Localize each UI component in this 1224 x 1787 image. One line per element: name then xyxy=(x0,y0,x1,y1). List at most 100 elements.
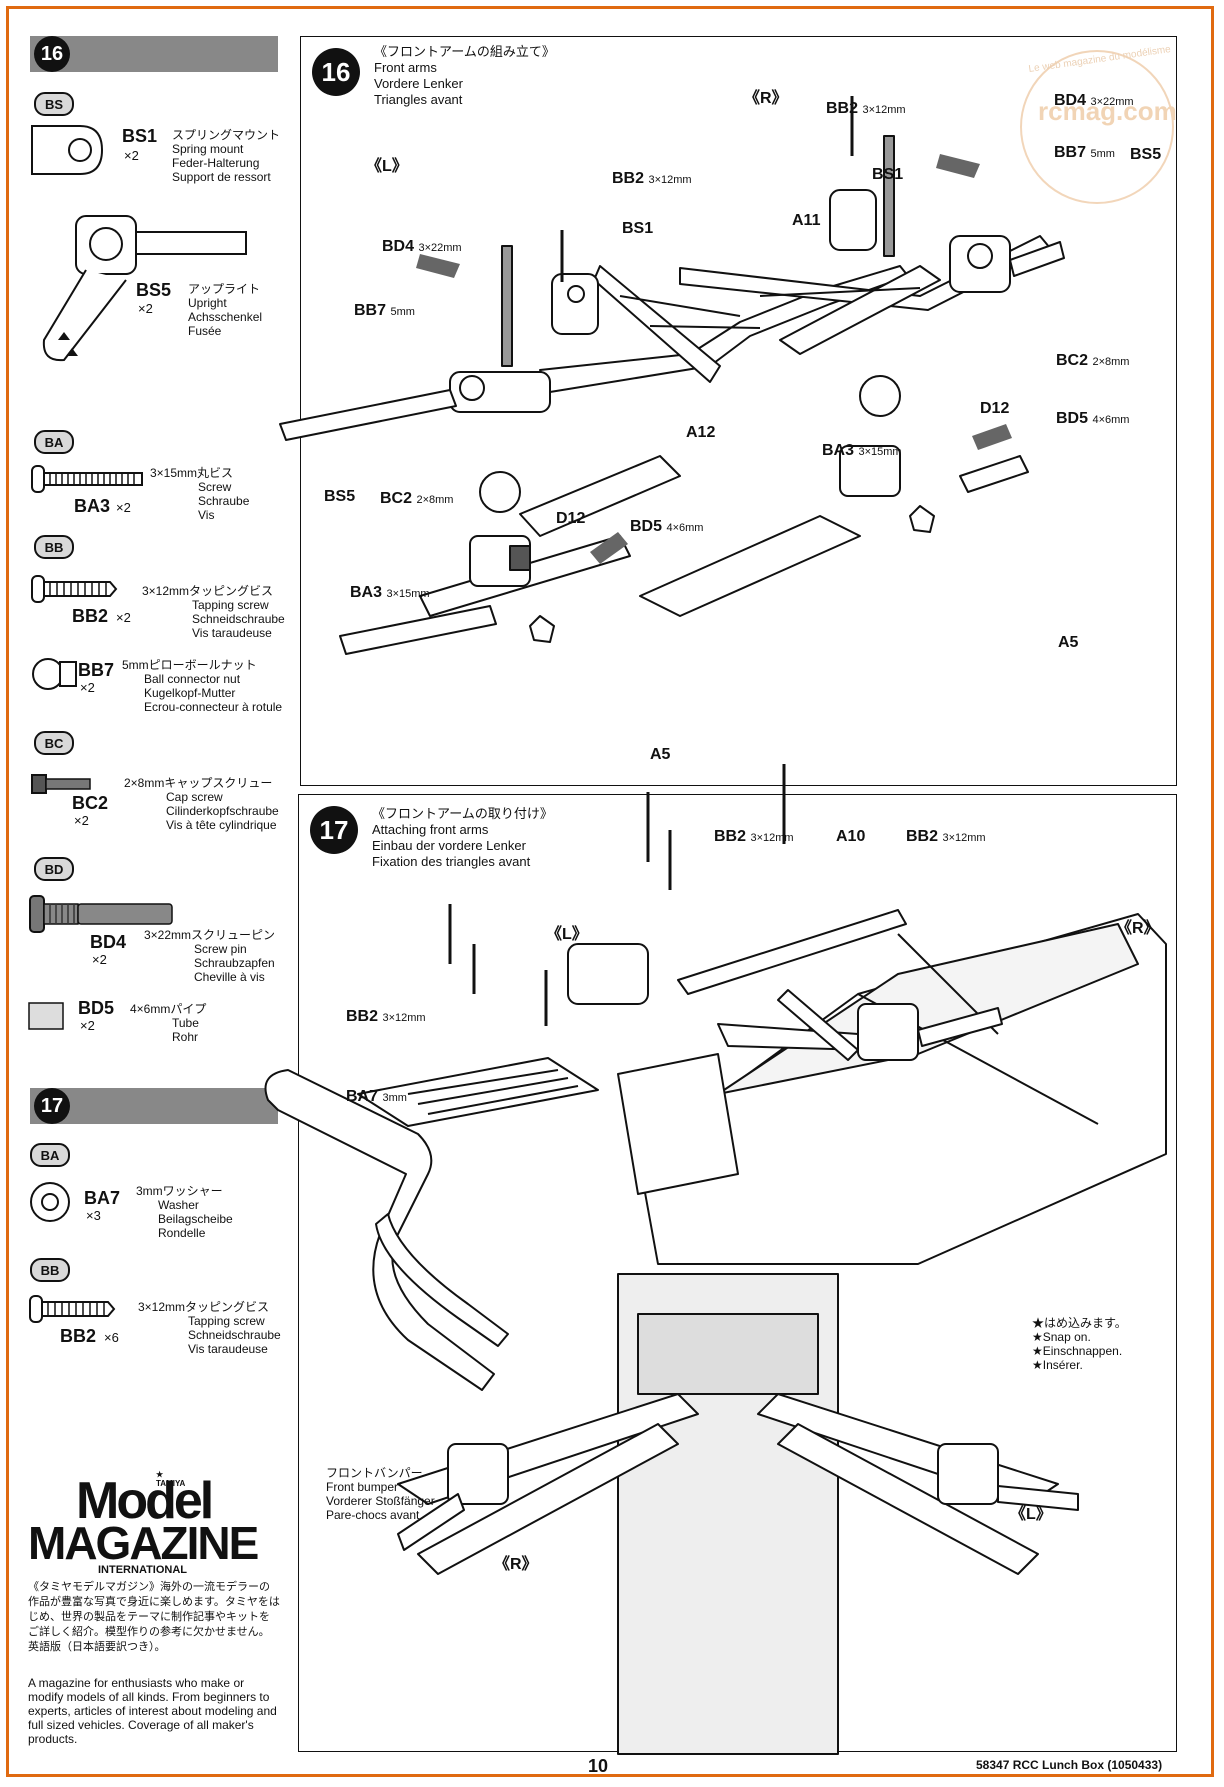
label-bd4-right: BD4 3×22mm xyxy=(1054,92,1134,109)
part-qty-bs5: ×2 xyxy=(138,301,153,316)
step17-number: 17 xyxy=(310,806,358,854)
label-d12-right: D12 xyxy=(980,400,1010,417)
category-badge-bb: BB xyxy=(34,535,74,559)
magazine-jp-text: 《タミヤモデルマガジン》海外の一流モデラーの作品が豊富な写真で身近に楽しめます。… xyxy=(28,1581,280,1653)
bc2-cap-screw-icon xyxy=(31,774,91,794)
label-bs1-right: BS1 xyxy=(872,166,904,183)
part-code-bb7: BB7 xyxy=(78,660,115,680)
label-bs5-right: BS5 xyxy=(1130,146,1162,163)
part-qty-bs1: ×2 xyxy=(124,148,139,163)
step17-marker-right-bottom: 《R》 xyxy=(494,1556,538,1573)
label-bs5-left: BS5 xyxy=(324,488,356,505)
part-desc-bb2: 3×12mmタッピングビス Tapping screw Schneidschra… xyxy=(142,584,285,640)
part-desc-ba7: 3mmワッシャー Washer Beilagscheibe Rondelle xyxy=(136,1184,233,1240)
part-qty-bd5: ×2 xyxy=(80,1018,95,1033)
label-bd4-left: BD4 3×22mm xyxy=(382,238,462,255)
part-code-ba3: BA3 xyxy=(74,496,111,516)
step17-label-bb2-c: BB2 3×12mm xyxy=(346,1008,426,1025)
part-code-bd5: BD5 xyxy=(78,998,115,1018)
category-badge-ba: BA xyxy=(34,430,74,454)
category-badge-bd: BD xyxy=(34,857,74,881)
bb2-tapping-screw-icon-17 xyxy=(29,1295,116,1323)
bd4-screw-pin-icon xyxy=(29,895,173,933)
part-desc-bb7: 5mmピローボールナット Ball connector nut Kugelkop… xyxy=(122,658,283,714)
watermark-text: rcmag.com xyxy=(1038,96,1177,126)
label-bb7-left: BB7 5mm xyxy=(354,302,415,319)
bs1-spring-mount-icon xyxy=(31,125,104,175)
part-code-bs1: BS1 xyxy=(122,126,158,146)
ba3-screw-icon xyxy=(31,465,143,493)
category-badge-bc: BC xyxy=(34,731,74,755)
step16-title: 《フロントアームの組み立て》 Front arms Vordere Lenker… xyxy=(374,44,555,107)
step17-label-bb2-b: BB2 3×12mm xyxy=(906,828,986,845)
part-code-bb2: BB2 xyxy=(72,606,109,626)
page-border xyxy=(6,6,1214,1777)
part-desc-bs1: スプリングマウント Spring mount Feder-Halterung S… xyxy=(172,128,281,184)
step17-label-ba7: BA7 3mm xyxy=(346,1088,407,1105)
magazine-title-model: Model xyxy=(76,1472,214,1530)
part-qty-bd4: ×2 xyxy=(92,952,107,967)
label-a5-right: A5 xyxy=(1058,634,1079,651)
watermark-logo: Le web magazine du modélisme rcmag.com xyxy=(1010,40,1190,210)
bb7-ball-nut-icon xyxy=(32,658,77,690)
category-badge-bs: BS xyxy=(34,92,74,116)
part-desc-bd4: 3×22mmスクリューピン Screw pin Schraubzapfen Ch… xyxy=(144,928,276,984)
step16-marker-left: 《L》 xyxy=(366,158,408,175)
label-a11: A11 xyxy=(792,212,821,229)
step17-label-bb2-a: BB2 3×12mm xyxy=(714,828,794,845)
part-qty-bc2: ×2 xyxy=(74,813,89,828)
step17-assembly-drawing xyxy=(264,764,1167,1755)
magazine-title-international: INTERNATIONAL xyxy=(98,1564,188,1576)
label-bc2-right: BC2 2×8mm xyxy=(1056,352,1130,369)
step16-panel xyxy=(300,36,1177,786)
magazine-title-magazine: MAGAZINE xyxy=(28,1517,259,1569)
part-desc-ba3: 3×15mm丸ビス Screw Schraube Vis xyxy=(150,466,250,522)
bs5-upright-icon xyxy=(42,215,247,362)
label-bb2-left: BB2 3×12mm xyxy=(612,170,692,187)
part-code-bc2: BC2 xyxy=(72,793,109,813)
part-qty-bb2-17: ×6 xyxy=(104,1330,119,1345)
label-bd5-right: BD5 4×6mm xyxy=(1056,410,1130,427)
part-qty-ba7: ×3 xyxy=(86,1208,101,1223)
part-desc-bd5: 4×6mmパイプ Tube Rohr xyxy=(130,1002,207,1044)
part-qty-ba3: ×2 xyxy=(116,500,131,515)
part-code-bd4: BD4 xyxy=(90,932,127,952)
label-ba3-right: BA3 3×15mm xyxy=(822,442,902,459)
part-qty-bb7: ×2 xyxy=(80,680,95,695)
part-code-bs5: BS5 xyxy=(136,280,172,300)
magazine-en-text: A magazine for enthusiasts who make or m… xyxy=(28,1676,277,1746)
label-ba3-left: BA3 3×15mm xyxy=(350,584,430,601)
label-bb2-right: BB2 3×12mm xyxy=(826,100,906,117)
step17-parts-bar xyxy=(30,1088,278,1124)
step17-marker-right: 《R》 xyxy=(1116,920,1160,937)
part-desc-bb2-17: 3×12mmタッピングビス Tapping screw Schneidschra… xyxy=(138,1300,281,1356)
label-a5-left: A5 xyxy=(650,746,671,763)
label-bs1-left: BS1 xyxy=(622,220,654,237)
front-bumper-note: フロントバンパー Front bumper Vorderer Stoßfänge… xyxy=(326,1466,435,1522)
step16-number: 16 xyxy=(312,48,360,96)
step17-label-a10: A10 xyxy=(836,828,866,845)
tamiya-logo: ★TAMIYA xyxy=(156,1470,186,1488)
step16-assembly-drawing xyxy=(279,96,1065,655)
label-bd5-left: BD5 4×6mm xyxy=(630,518,704,535)
ba7-washer-icon xyxy=(30,1182,70,1222)
part-desc-bs5: アップライト Upright Achsschenkel Fusée xyxy=(188,282,263,338)
category-badge-ba-17: BA xyxy=(30,1143,70,1167)
label-a12: A12 xyxy=(686,424,716,441)
snap-on-note: ★はめ込みます。 ★Snap on. ★Einschnappen. ★Insér… xyxy=(1032,1316,1127,1372)
part-code-ba7: BA7 xyxy=(84,1188,121,1208)
step17-marker-left-bottom: 《L》 xyxy=(1010,1506,1052,1523)
page-number: 10 xyxy=(588,1756,609,1776)
bd5-tube-icon xyxy=(28,1002,64,1030)
step17-parts-number: 17 xyxy=(34,1088,70,1124)
step17-marker-left: 《L》 xyxy=(546,926,588,943)
footer-product-code: 58347 RCC Lunch Box (1050433) xyxy=(976,1758,1163,1772)
category-badge-bb-17: BB xyxy=(30,1258,70,1282)
step17-title: 《フロントアームの取り付け》 Attaching front arms Einb… xyxy=(372,806,553,869)
part-qty-bb2: ×2 xyxy=(116,610,131,625)
part-desc-bc2: 2×8mmキャップスクリュー Cap screw Cilinderkopfsch… xyxy=(124,776,279,832)
step16-parts-bar xyxy=(30,36,278,72)
step16-parts-number: 16 xyxy=(34,36,70,72)
part-code-bb2-17: BB2 xyxy=(60,1326,97,1346)
label-d12-left: D12 xyxy=(556,510,586,527)
